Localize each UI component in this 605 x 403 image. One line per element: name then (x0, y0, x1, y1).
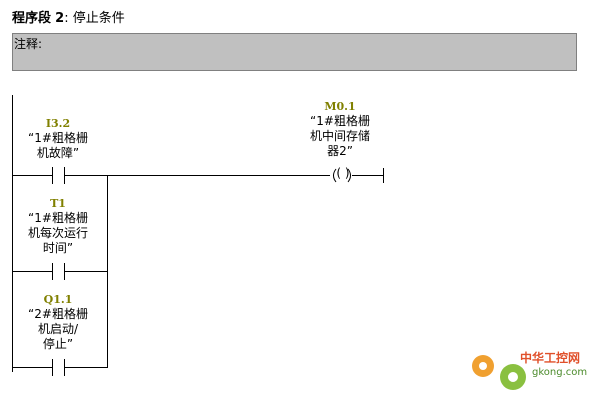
watermark-url: gkong.com (532, 367, 588, 378)
coil-symbol: “1#粗格栅 机中间存储 器2” (309, 114, 370, 158)
coil-left-arc[interactable] (333, 168, 337, 183)
network-header: 程序段 2: 停止条件 (12, 7, 125, 26)
network-number: 2 (55, 11, 65, 26)
contact-3-symbol: “2#粗格栅 机启动/ 停止” (28, 307, 88, 351)
contact-1-symbol: “1#粗格栅 机故障” (28, 131, 88, 160)
coil-address: M0.1 (324, 100, 356, 113)
network-title[interactable]: 停止条件 (72, 11, 125, 26)
coil-right-arc[interactable] (347, 168, 351, 183)
watermark-brand: 中华工控网 (520, 351, 581, 365)
gear-icon (472, 355, 526, 390)
contact-1-address: I3.2 (45, 117, 71, 130)
contact-2-symbol: “1#粗格栅 机每次运行 时间” (27, 211, 88, 255)
coil-glyph[interactable]: ( ) (336, 166, 350, 180)
comment-label: 注释: (14, 37, 43, 51)
network-label: 程序段 (12, 11, 52, 26)
network-sep: : (64, 11, 69, 26)
comment-box[interactable] (12, 33, 577, 71)
contact-2-address: T1 (50, 197, 66, 210)
contact-3-address: Q1.1 (43, 293, 73, 306)
